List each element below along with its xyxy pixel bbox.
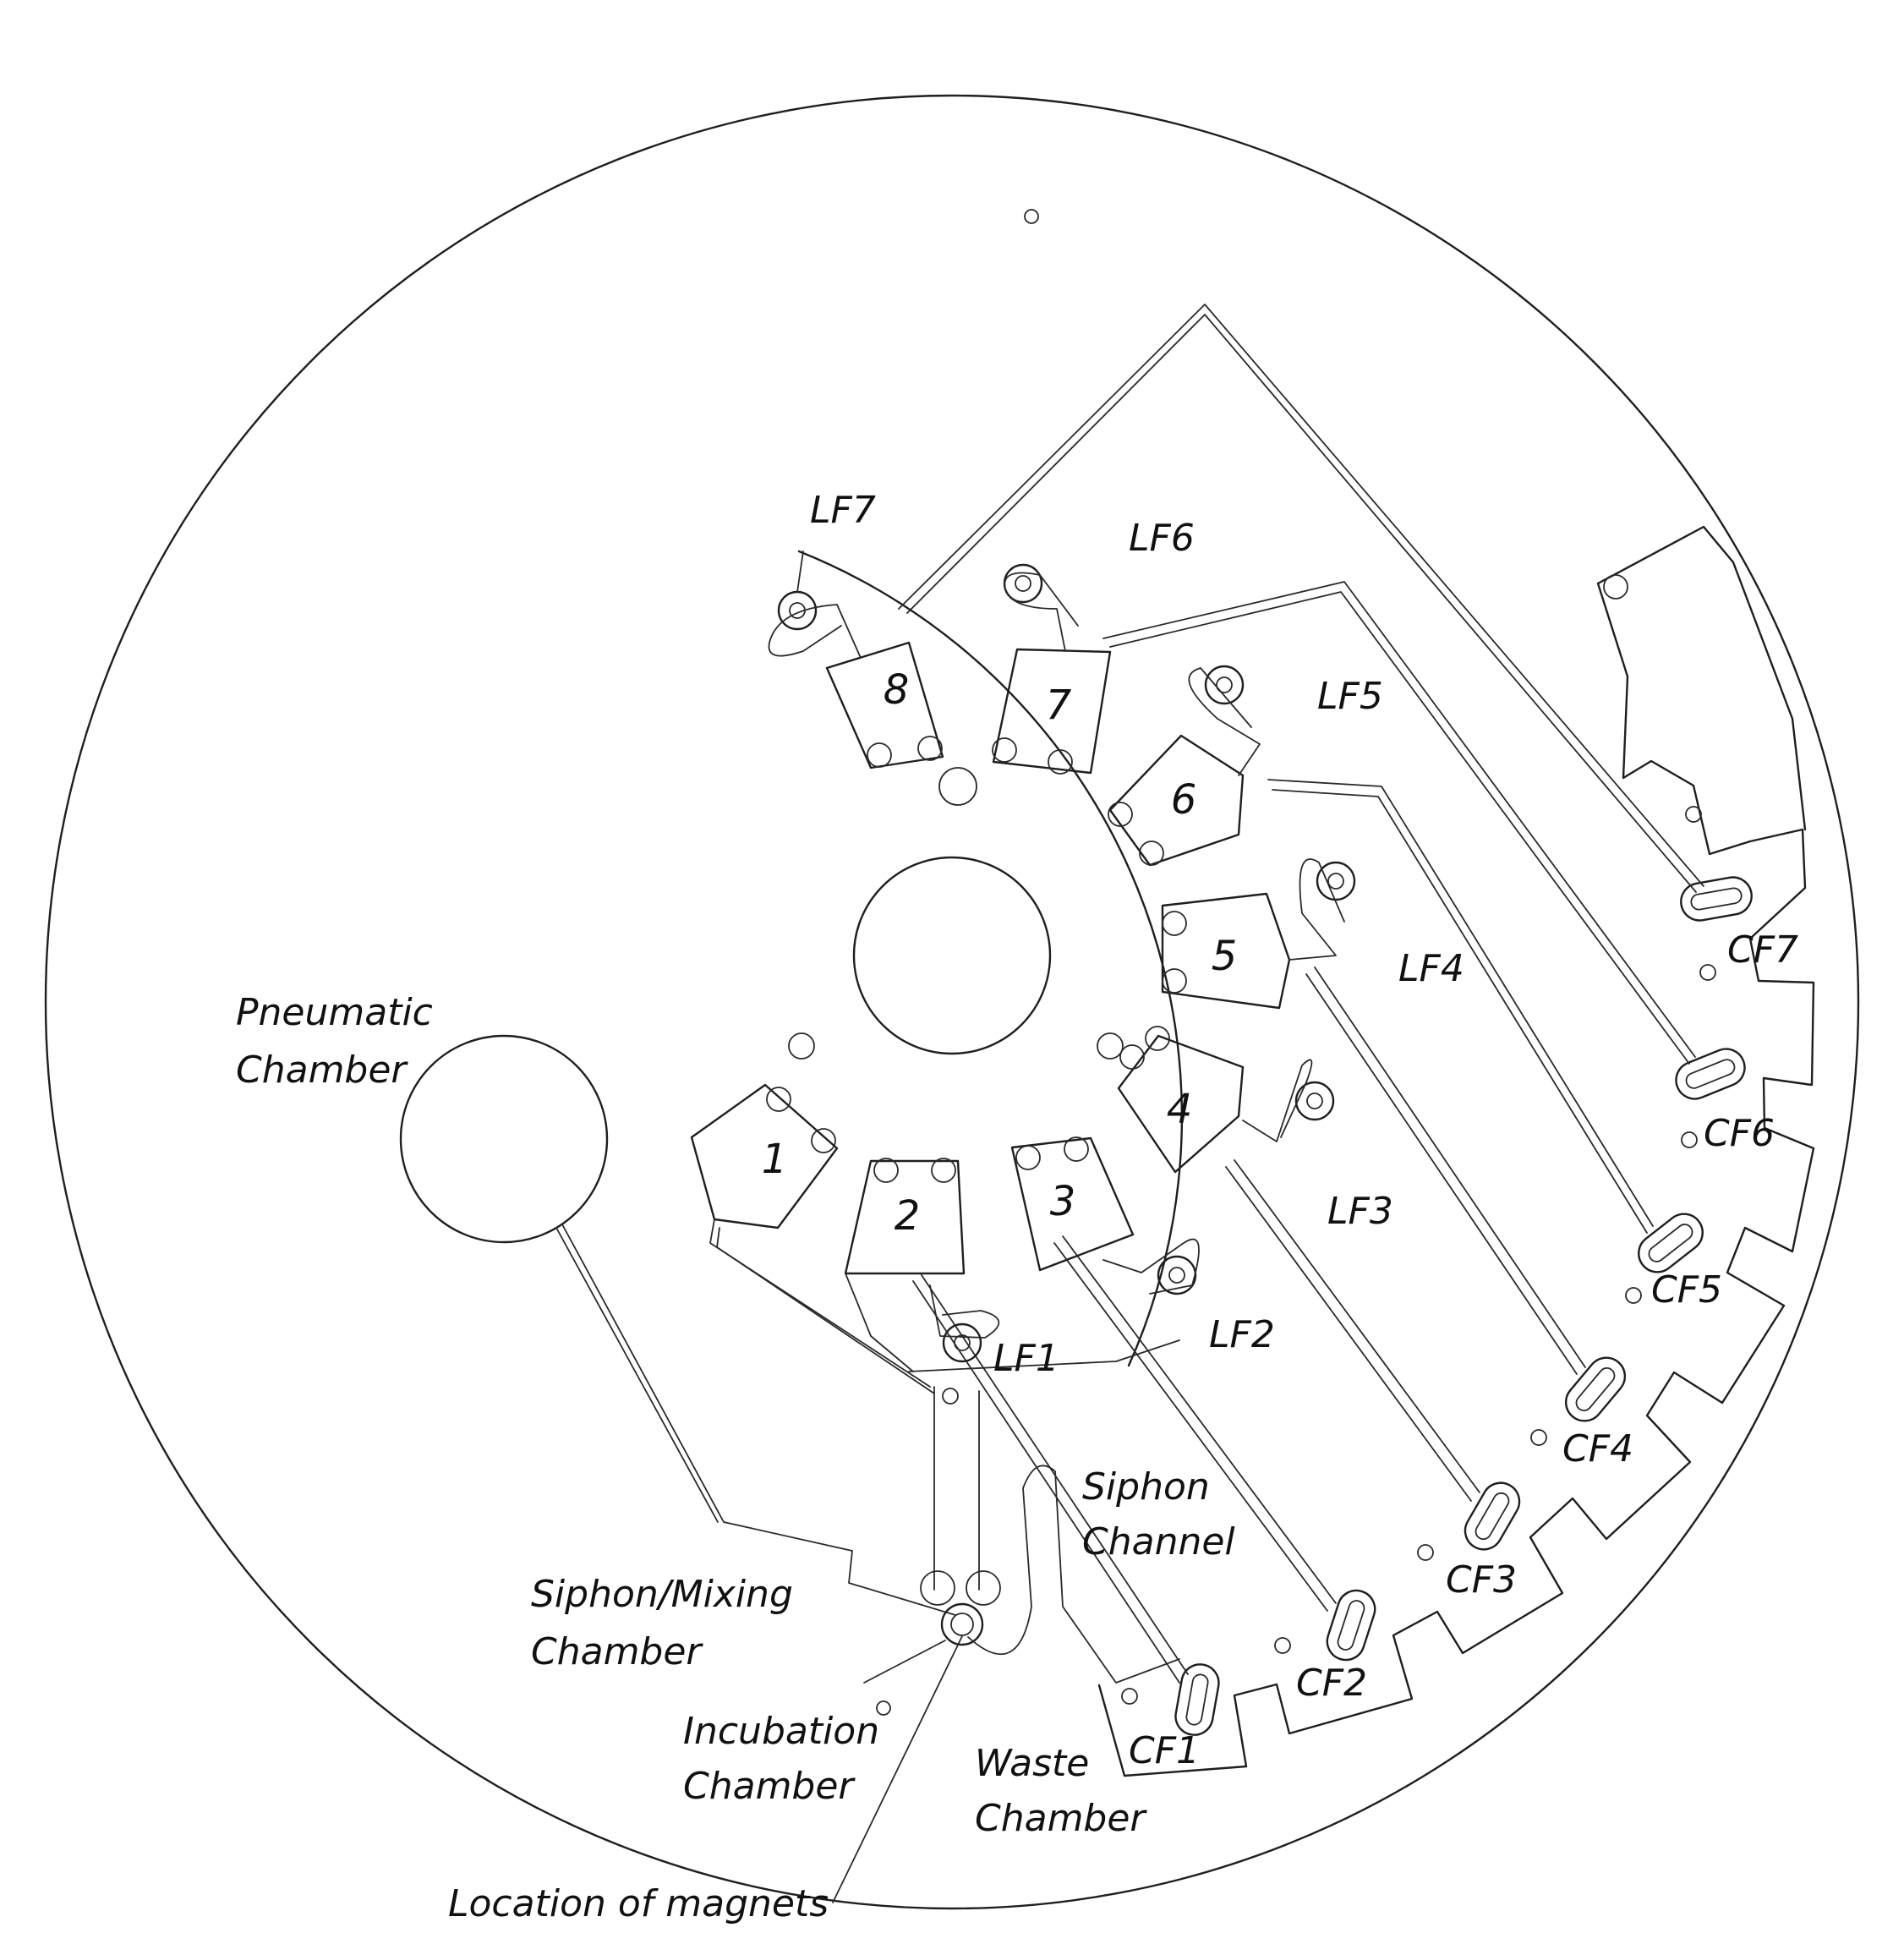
cf-capsule-3 (1464, 1481, 1521, 1551)
lf4-label: LF4 (1398, 947, 1464, 990)
cf-capsule-6 (1675, 1048, 1746, 1100)
pneumatic-channel-b (555, 1227, 719, 1523)
cf1-label: CF1 (1129, 1729, 1200, 1772)
chamber-4-label: 4 (1167, 1086, 1193, 1133)
chamber-1-shape (690, 1083, 839, 1229)
waste-chamber-label: Waste Chamber (975, 1742, 1147, 1840)
lf3-label: LF3 (1327, 1190, 1393, 1233)
cf6-label: CF6 (1704, 1112, 1775, 1155)
magnet-location (950, 1613, 974, 1636)
siphon-channel-label: Siphon Channel (1082, 1465, 1235, 1563)
disc-outline (44, 94, 1860, 1910)
lf-ring (797, 550, 1184, 1367)
registration-hole-bottom (876, 1700, 891, 1716)
cf-capsule-2 (1326, 1589, 1376, 1662)
center-hole (852, 856, 1052, 1055)
chamber-1-channel (709, 1218, 931, 1388)
cf-channels (898, 304, 1704, 1684)
chamber-5-label: 5 (1212, 933, 1238, 980)
cf-vent-7 (1603, 574, 1628, 600)
chamber-6-label: 6 (1171, 776, 1197, 824)
cf-capsule-1 (1174, 1663, 1220, 1736)
chamber-1-label: 1 (762, 1136, 788, 1183)
siphon-channel (967, 1465, 1180, 1684)
incubation-chamber-label: Incubation Chamber (683, 1710, 891, 1808)
cf-side-holes (1121, 964, 1716, 1705)
small-hole-right (1097, 1032, 1124, 1060)
small-hole-left (788, 1032, 815, 1060)
incubation-leader (863, 1640, 946, 1684)
lf2-label: LF2 (1209, 1313, 1275, 1356)
siphon-inlet-hole (942, 1388, 959, 1405)
chamber-8-label: 8 (884, 666, 910, 714)
cf-valves (1174, 876, 1753, 1736)
lf5-label: LF5 (1317, 675, 1383, 718)
chamber-7-label: 7 (1046, 682, 1072, 729)
magnets-leader (832, 1635, 963, 1903)
lf7-label: LF7 (810, 489, 876, 532)
registration-hole-top (1024, 209, 1039, 224)
pneumatic-channel (561, 1224, 956, 1616)
chamber-6-shape (1108, 734, 1245, 867)
cf7-label: CF7 (1727, 928, 1798, 972)
cf-capsule-5 (1638, 1213, 1704, 1273)
siphon-mixing-chamber-b (966, 1570, 1001, 1606)
lf1-label: LF1 (993, 1337, 1059, 1380)
pneumatic-chamber (399, 1034, 609, 1244)
lf-valves (768, 550, 1356, 1363)
chamber-7-shape (992, 648, 1112, 775)
chamber-2-label: 2 (895, 1192, 921, 1240)
chamber-8-shape (825, 641, 944, 769)
chamber-3-label: 3 (1050, 1178, 1076, 1225)
cf3-label: CF3 (1446, 1558, 1517, 1602)
cf-capsule-4 (1564, 1356, 1627, 1422)
location-of-magnets-label: Location of magnets (448, 1882, 829, 1925)
cf2-label: CF2 (1296, 1662, 1367, 1705)
cf-vent-6 (1685, 806, 1702, 823)
siphon-mixing-chamber-label: Siphon/Mixing Chamber (531, 1573, 805, 1673)
cf-capsule-7 (1680, 876, 1753, 922)
chamber-4-shape (1117, 1034, 1245, 1174)
lf6-label: LF6 (1129, 517, 1195, 560)
siphon-feed (908, 1339, 1180, 1372)
siphon-mixing-chamber-a (920, 1570, 955, 1606)
chamber-3-shape (1010, 1136, 1135, 1272)
pneumatic-chamber-label: Pneumatic Chamber (236, 991, 445, 1092)
waste-chamber (1097, 525, 1815, 1777)
cf5-label: CF5 (1651, 1268, 1722, 1312)
small-hole-top (938, 767, 977, 806)
chamber-2-shape (844, 1159, 966, 1275)
incubation-chamber (940, 1602, 984, 1646)
cf4-label: CF4 (1562, 1427, 1633, 1470)
